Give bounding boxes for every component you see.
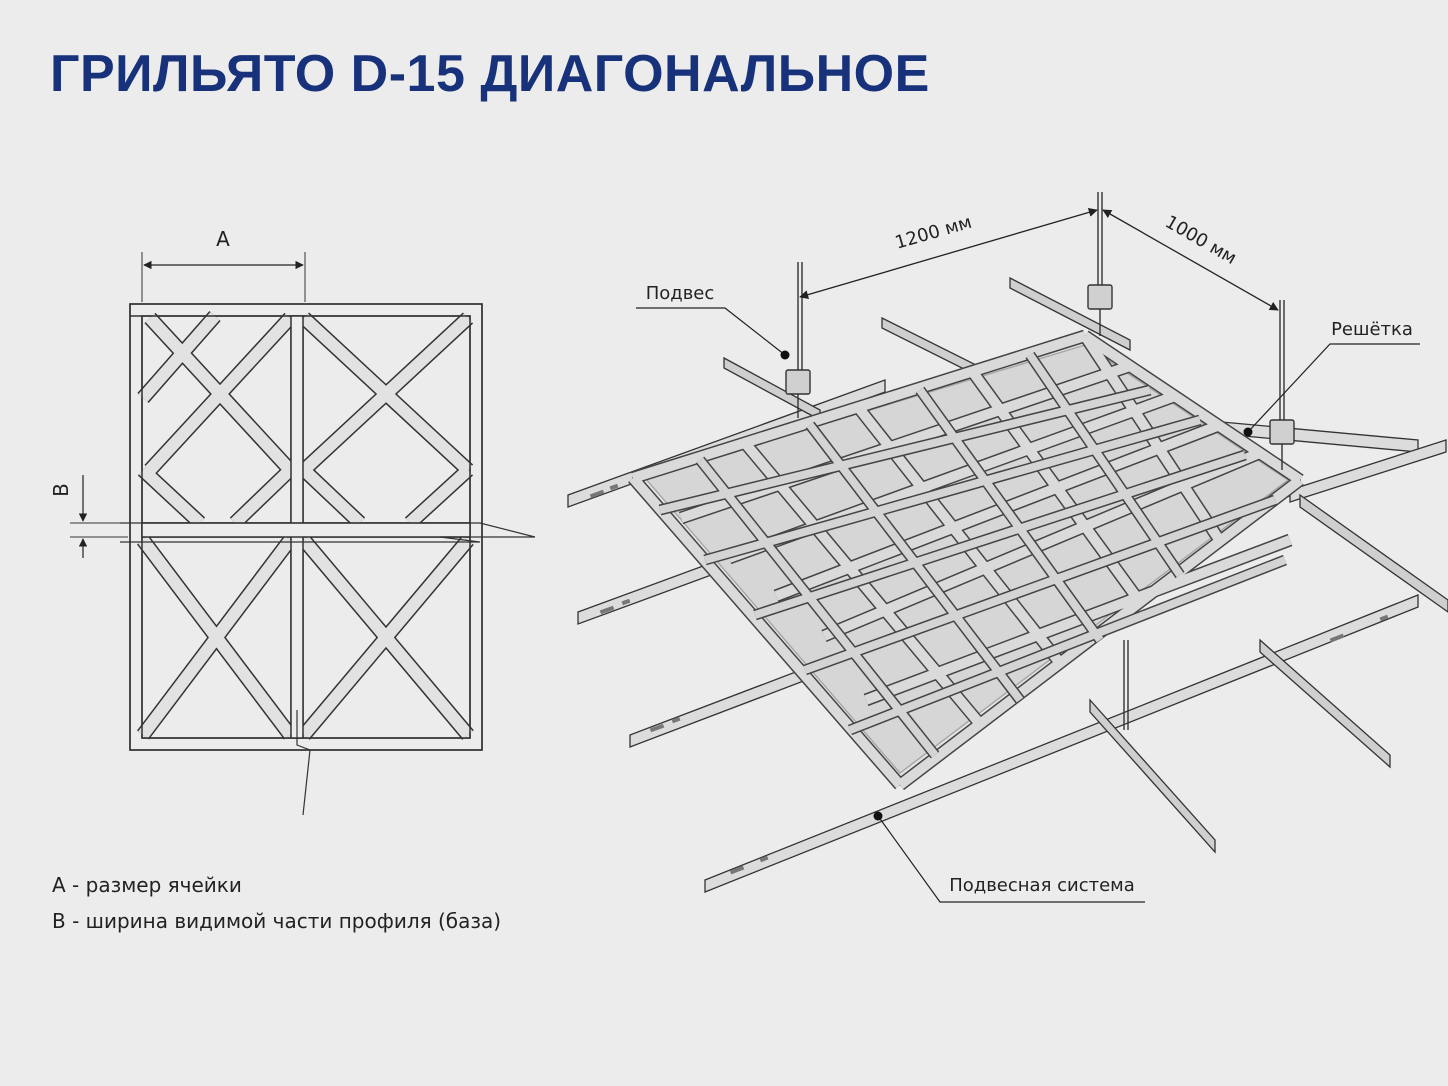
break-line-horizontal <box>120 522 536 543</box>
dim-1000-label: 1000 мм <box>1161 211 1240 269</box>
svg-text:Подвесная система: Подвесная система <box>949 875 1135 896</box>
page-title: ГРИЛЬЯТО D-15 ДИАГОНАЛЬНОЕ <box>50 45 930 103</box>
legend-item-b: B - ширина видимой части профиля (база) <box>52 908 501 944</box>
svg-text:Подвес: Подвес <box>646 283 715 304</box>
dim-a-label: A <box>216 227 230 251</box>
callout-grid: Решётка <box>1243 319 1420 437</box>
dim-1000-line <box>1102 209 1279 311</box>
iso-drawing: 1200 мм 1000 мм Подвес Решётка Подвесная… <box>567 192 1448 903</box>
legend-key: A <box>52 873 66 897</box>
legend-item-a: A - размер ячейки <box>52 872 501 908</box>
legend-text: - ширина видимой части профиля (база) <box>72 909 502 933</box>
grid-diagonals <box>658 351 1288 759</box>
rail-slots <box>589 483 1389 875</box>
dim-1200-label: 1200 мм <box>893 212 974 254</box>
legend-text: - размер ячейки <box>72 873 242 897</box>
dim-b-label: B <box>49 483 73 497</box>
svg-text:Решётка: Решётка <box>1331 319 1413 340</box>
break-line-vertical <box>296 710 311 816</box>
plan-diagonals <box>137 311 474 740</box>
legend: A - размер ячейки B - ширина видимой час… <box>52 872 501 944</box>
callout-system: Подвесная система <box>873 811 1145 903</box>
callout-suspension: Подвес <box>636 283 790 360</box>
plan-drawing: A B <box>49 227 536 816</box>
dim-1200-line <box>799 207 1098 300</box>
legend-key: B <box>52 909 66 933</box>
